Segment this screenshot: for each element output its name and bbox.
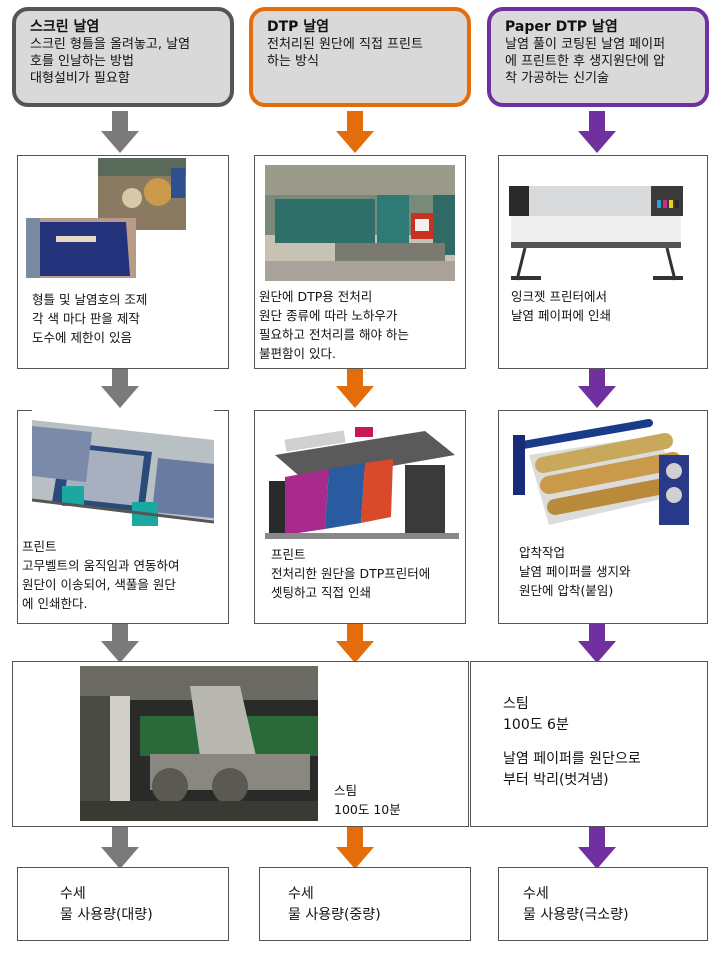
down-arrow-icon	[336, 366, 374, 408]
wash-box-dtp: 수세 물 사용량(중량)	[259, 867, 471, 941]
header-description: 스크린 형틀을 올려놓고, 날염 호를 인날하는 방법 대형설비가 필요함	[30, 37, 191, 86]
calender-press-photo	[509, 415, 701, 543]
step1-text: 형틀 및 날염호의 조제 각 색 마다 판을 제작 도수에 제한이 있음	[32, 292, 148, 345]
wash-box-screen: 수세 물 사용량(대량)	[17, 867, 229, 941]
down-arrow-icon	[578, 827, 616, 869]
wash-text: 수세 물 사용량(중량)	[288, 886, 381, 923]
screen-frame-photo	[26, 158, 186, 278]
steamer-photo	[80, 666, 318, 821]
step2-text: 프린트 고무벨트의 움직임과 연동하여 원단이 이송되어, 색풀을 원단 에 인…	[22, 539, 180, 611]
header-dtp-printing: DTP 날염 전처리된 원단에 직접 프린트 하는 방식	[249, 7, 471, 107]
pretreatment-machine-photo	[265, 165, 455, 281]
step1-box-dtp: 원단에 DTP용 전처리 원단 종류에 따라 노하우가 필요하고 전처리를 해야…	[254, 155, 466, 369]
down-arrow-icon	[101, 366, 139, 408]
down-arrow-icon	[336, 827, 374, 869]
down-arrow-icon	[101, 111, 139, 153]
wash-text: 수세 물 사용량(극소량)	[523, 886, 629, 923]
step2-text: 압착작업 날염 페이퍼를 생지와 원단에 압착(붙임)	[519, 545, 631, 598]
step1-box-paper-dtp: 잉크젯 프린터에서 날염 페이퍼에 인쇄	[498, 155, 708, 369]
header-title: 스크린 날염	[30, 19, 100, 35]
down-arrow-icon	[578, 111, 616, 153]
header-screen-printing: 스크린 날염 스크린 형틀을 올려놓고, 날염 호를 인날하는 방법 대형설비가…	[12, 7, 234, 107]
header-paper-dtp-printing: Paper DTP 날염 날염 풀이 코팅된 날염 페이퍼 에 프린트한 후 생…	[487, 7, 709, 107]
step2-box-dtp: 프린트 전처리한 원단을 DTP프린터에 셋팅하고 직접 인쇄	[254, 410, 466, 624]
wash-text: 수세 물 사용량(대량)	[60, 886, 153, 923]
wash-box-paper-dtp: 수세 물 사용량(극소량)	[498, 867, 708, 941]
steam-box-paper-dtp: 스팀 100도 6분 날염 페이퍼를 원단으로 부터 박리(벗겨냄)	[470, 661, 708, 827]
inkjet-printer-photo	[501, 172, 697, 286]
step2-text: 프린트 전처리한 원단을 DTP프린터에 셋팅하고 직접 인쇄	[271, 547, 431, 600]
peel-text: 날염 페이퍼를 원단으로 부터 박리(벗겨냄)	[503, 751, 641, 788]
dtp-printer-photo	[265, 425, 459, 547]
step1-box-screen: 형틀 및 날염호의 조제 각 색 마다 판을 제작 도수에 제한이 있음	[17, 155, 229, 369]
down-arrow-icon	[101, 621, 139, 663]
down-arrow-icon	[336, 111, 374, 153]
down-arrow-icon	[578, 621, 616, 663]
down-arrow-icon	[101, 827, 139, 869]
step2-box-screen: 프린트 고무벨트의 움직임과 연동하여 원단이 이송되어, 색풀을 원단 에 인…	[17, 410, 229, 624]
down-arrow-icon	[578, 366, 616, 408]
header-description: 날염 풀이 코팅된 날염 페이퍼 에 프린트한 후 생지원단에 압 착 가공하는…	[505, 37, 666, 86]
step2-box-paper-dtp: 압착작업 날염 페이퍼를 생지와 원단에 압착(붙임)	[498, 410, 708, 624]
header-description: 전처리된 원단에 직접 프린트 하는 방식	[267, 37, 423, 69]
steam-text: 스팀 100도 6분	[503, 696, 569, 733]
screen-print-machine-photo	[32, 410, 214, 534]
header-title: Paper DTP 날염	[505, 19, 618, 35]
steam-text: 스팀 100도 10분	[334, 783, 401, 817]
header-title: DTP 날염	[267, 19, 330, 35]
step1-text: 원단에 DTP용 전처리 원단 종류에 따라 노하우가 필요하고 전처리를 해야…	[259, 289, 409, 361]
steam-box-screen-dtp: 스팀 100도 10분	[12, 661, 469, 827]
step1-text: 잉크젯 프린터에서 날염 페이퍼에 인쇄	[511, 289, 611, 323]
down-arrow-icon	[336, 621, 374, 663]
